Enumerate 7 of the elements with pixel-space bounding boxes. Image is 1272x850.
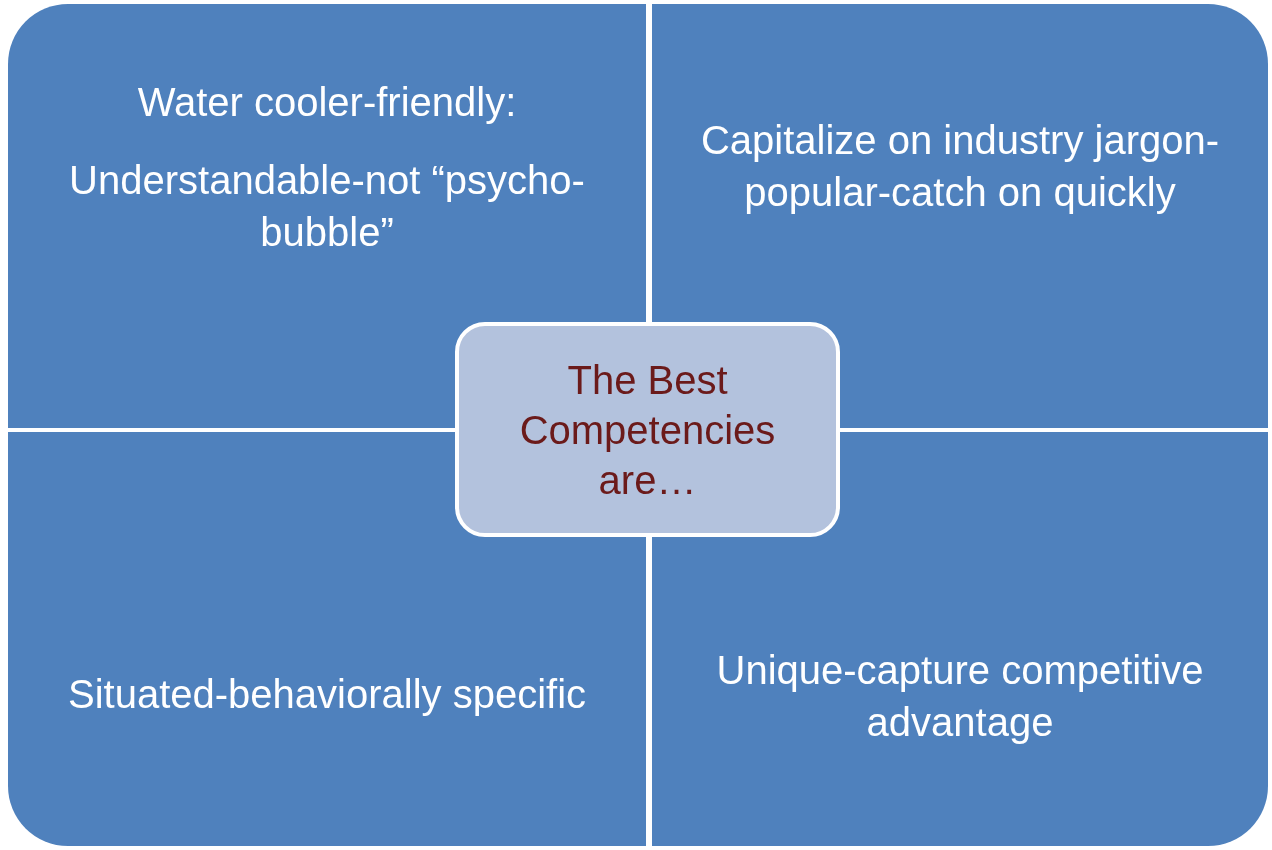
heading-text: Water cooler-friendly: xyxy=(136,79,518,126)
quadrant-text: Unique-capture competitive advantage xyxy=(715,647,1205,746)
center-text: The Best Competencies are… xyxy=(518,356,777,504)
quadrant-text: Situated-behaviorally specific xyxy=(66,671,587,718)
center-box xyxy=(455,322,840,537)
body-text: Understandable-not “psycho-bubble” xyxy=(68,157,586,256)
quadrant-text: Capitalize on industry jargon-popular-catch on quickly xyxy=(699,117,1220,216)
